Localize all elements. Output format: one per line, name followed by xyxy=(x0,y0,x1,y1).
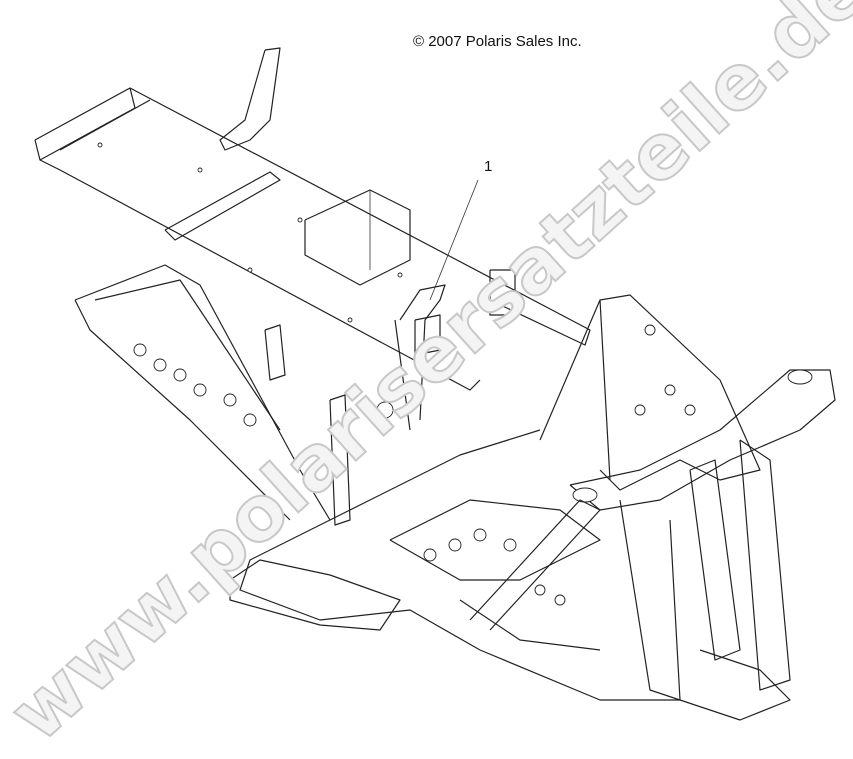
lower-frame xyxy=(74,264,836,721)
upper-frame xyxy=(34,47,591,431)
part-callout-1: 1 xyxy=(484,158,493,175)
copyright-text: © 2007 Polaris Sales Inc. xyxy=(413,33,582,50)
frame-holes xyxy=(97,142,696,606)
callout-leader-line xyxy=(429,179,479,301)
